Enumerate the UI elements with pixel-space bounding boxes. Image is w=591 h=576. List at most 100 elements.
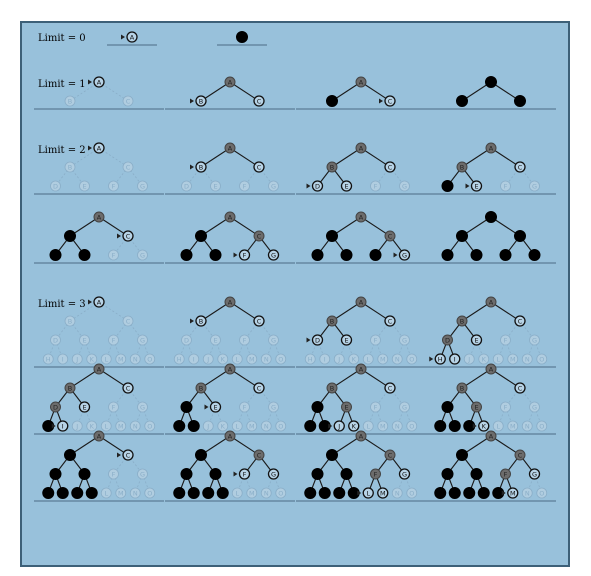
node-label: O — [278, 355, 283, 363]
tree-node: M — [377, 353, 389, 365]
node-label: A — [97, 78, 102, 86]
tree-node: N — [391, 353, 403, 365]
limit-label: Limit = 0 — [38, 33, 86, 44]
node-label: G — [402, 182, 407, 190]
node-label: G — [532, 403, 537, 411]
node-label: N — [395, 355, 400, 363]
tree-snapshot: A B C — [165, 76, 295, 110]
tree-snapshot: AC — [296, 76, 426, 110]
tree-node: M — [377, 420, 389, 432]
node-label: J — [467, 355, 470, 363]
node-label: L — [366, 355, 370, 363]
node-label: G — [271, 470, 276, 478]
tree-node: E — [79, 334, 90, 346]
tree-node: N — [391, 420, 403, 432]
tree-node: O — [144, 420, 156, 432]
tree-node: G — [268, 334, 279, 346]
tree-node: N — [129, 487, 141, 499]
tree-node: F — [239, 334, 250, 346]
tree-node: F — [108, 334, 119, 346]
tree-node — [448, 487, 461, 499]
tree-node: J — [71, 353, 83, 365]
node-label: O — [409, 489, 414, 497]
node-label: N — [525, 489, 530, 497]
tree-node: F — [108, 401, 119, 413]
node-label: C — [388, 97, 393, 105]
node-label: F — [504, 403, 508, 411]
tree-node: C — [384, 161, 396, 173]
node-label: E — [474, 336, 478, 344]
node-label: A — [359, 144, 364, 152]
tree-node: M — [246, 487, 258, 499]
node-label: G — [140, 470, 145, 478]
tree-node — [311, 401, 324, 413]
node-label: C — [126, 232, 131, 240]
tree-node: A — [355, 430, 367, 442]
tree-node: A — [224, 363, 236, 375]
tree-node: C — [253, 382, 265, 394]
tree-node: K — [86, 420, 98, 432]
tree-node: L — [492, 353, 504, 365]
tree-node — [311, 249, 324, 261]
tree-node — [304, 420, 317, 432]
tree-node — [56, 487, 69, 499]
tree-node: I — [51, 420, 69, 432]
node-label: K — [352, 422, 357, 430]
node-label: M — [118, 489, 124, 497]
tree-node: C — [253, 95, 265, 107]
tree-node: L — [357, 487, 374, 499]
node-label: B — [460, 163, 464, 171]
tree-node: L — [362, 420, 374, 432]
tree-node — [477, 487, 490, 499]
node-label: O — [539, 489, 544, 497]
node-label: D — [184, 182, 189, 190]
node-label: B — [330, 317, 334, 325]
node-label: C — [126, 451, 131, 459]
tree-node: M — [507, 353, 519, 365]
tree-node: K — [217, 353, 229, 365]
node-label: C — [126, 384, 131, 392]
node-label: F — [112, 251, 116, 259]
tree-node: J — [333, 353, 345, 365]
node-label: M — [249, 489, 255, 497]
node-label: C — [257, 232, 262, 240]
tree-node: G — [137, 468, 148, 480]
tree-node: F — [370, 180, 381, 192]
node-label: F — [374, 336, 378, 344]
node-label: O — [539, 355, 544, 363]
tree-node — [236, 31, 248, 43]
tree-node: B — [190, 95, 207, 107]
current-node-arrow-icon — [88, 145, 92, 151]
tree-node: B — [326, 382, 338, 394]
tree-node: J — [463, 353, 475, 365]
node-label: O — [147, 422, 152, 430]
tree-snapshot — [426, 76, 556, 110]
tree-node: F — [370, 401, 381, 413]
tree-node: C — [253, 315, 265, 327]
tree-node: F — [239, 180, 250, 192]
node-label: M — [380, 355, 386, 363]
node-label: N — [264, 355, 269, 363]
tree-node: G — [529, 401, 540, 413]
tree-node: A — [355, 296, 367, 308]
tree-node: N — [260, 420, 272, 432]
node-label: O — [147, 355, 152, 363]
tree-edge — [229, 147, 260, 168]
tree-node: O — [144, 353, 156, 365]
node-label: N — [395, 489, 400, 497]
node-label: E — [82, 403, 86, 411]
tree-node: A — [224, 76, 236, 88]
tree-node: D — [50, 180, 61, 192]
tree-node: C — [514, 449, 526, 461]
node-label: J — [206, 422, 209, 430]
node-label: C — [388, 232, 393, 240]
tree-node — [195, 449, 207, 461]
tree-node: M — [246, 420, 258, 432]
tree-node — [485, 76, 497, 88]
node-label: O — [409, 355, 414, 363]
